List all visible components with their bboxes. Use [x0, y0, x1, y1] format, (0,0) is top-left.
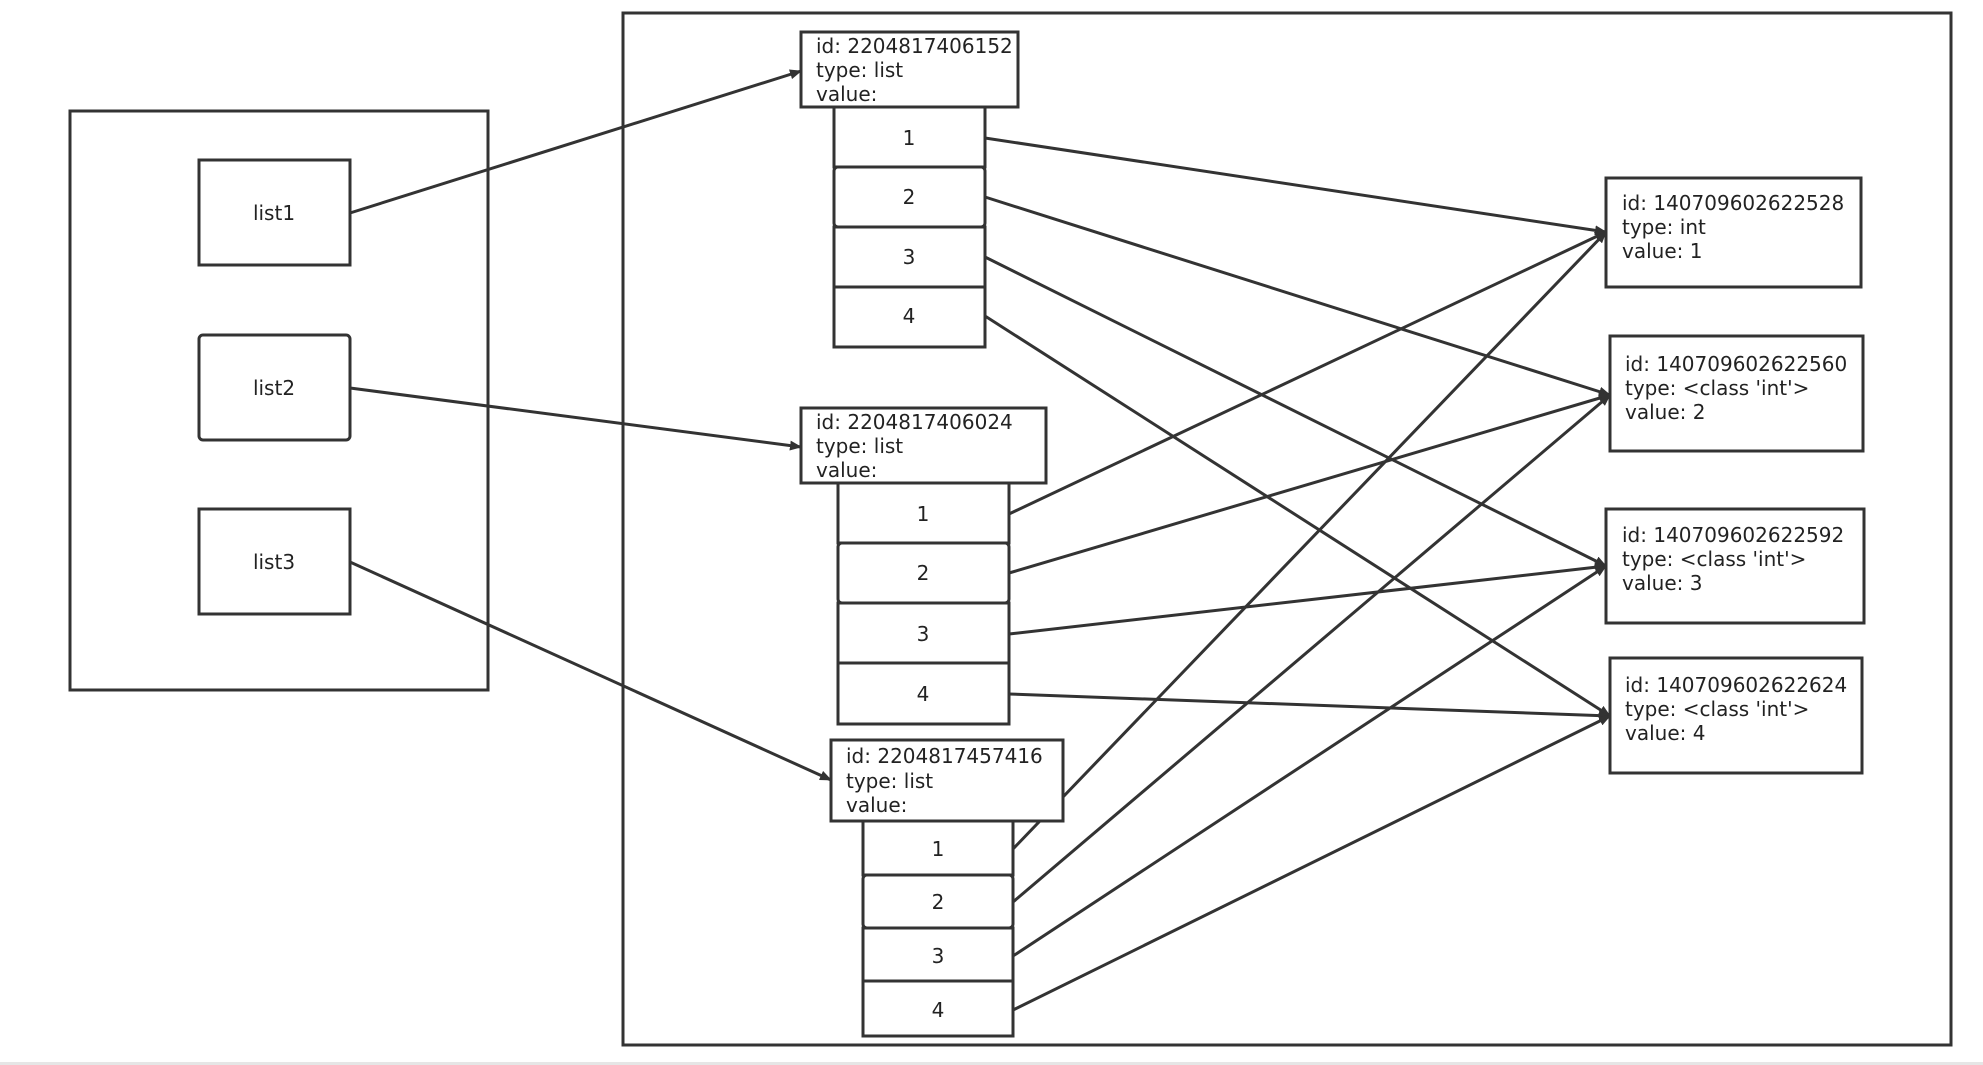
- arrow-list3-item2-to-int-2: [1012, 393, 1611, 904]
- int-box: [1608, 334, 1865, 453]
- bottom-edge: [0, 1062, 1983, 1065]
- variable-label: list3: [253, 550, 295, 574]
- list-item-value: 3: [932, 944, 945, 968]
- arrow-list2-item1-to-int-1: [1008, 230, 1607, 516]
- list-object-3[interactable]: id: 2204817457416 type: list value: 1 2 …: [829, 738, 1065, 1038]
- list-item-value: 3: [903, 245, 916, 269]
- int-type: type: <class 'int'>: [1625, 697, 1809, 721]
- list-item-value: 3: [917, 622, 930, 646]
- variable-box: [197, 333, 352, 442]
- variable-list1[interactable]: list1: [197, 158, 352, 267]
- arrow-list1-item3-to-int-3: [984, 255, 1607, 568]
- variable-label: list1: [253, 201, 295, 225]
- int-value: value: 2: [1625, 400, 1705, 424]
- list-id: id: 2204817406152: [816, 34, 1013, 58]
- variable-label: list2: [253, 376, 295, 400]
- int-id: id: 140709602622624: [1625, 673, 1847, 697]
- list-item-value: 4: [917, 682, 930, 706]
- list-header-box: [829, 738, 1065, 823]
- int-type: type: int: [1622, 215, 1706, 239]
- arrow-list3-item1-to-int-1: [1011, 230, 1608, 851]
- list-value-label: value:: [846, 793, 907, 817]
- variable-list3[interactable]: list3: [197, 507, 352, 616]
- arrow-list2-to-list-object-2: [349, 386, 802, 451]
- arrow-list2-item3-to-int-3: [1008, 562, 1607, 636]
- list-item-cell: [861, 979, 1015, 1038]
- list-id: id: 2204817457416: [846, 744, 1043, 768]
- int-type: type: <class 'int'>: [1625, 376, 1809, 400]
- list-object-2[interactable]: id: 2204817406024 type: list value: 1 2 …: [799, 406, 1048, 726]
- list-type: type: list: [816, 58, 903, 82]
- int-id: id: 140709602622528: [1622, 191, 1844, 215]
- int-value: value: 3: [1622, 571, 1702, 595]
- list-id: id: 2204817406024: [816, 410, 1013, 434]
- arrow-list3-to-list-object-3: [349, 560, 832, 782]
- list-item-value: 1: [903, 126, 916, 150]
- list-item-value: 4: [903, 304, 916, 328]
- list-value-label: value:: [816, 82, 877, 106]
- list-item-value: 1: [917, 502, 930, 526]
- arrow-list2-item4-to-int-4: [1008, 692, 1611, 721]
- list-item-cell: [832, 285, 987, 349]
- int-object-1[interactable]: id: 140709602622528 type: int value: 1: [1604, 176, 1863, 289]
- int-box: [1608, 656, 1864, 775]
- int-value: value: 4: [1625, 721, 1705, 745]
- list-type: type: list: [816, 434, 903, 458]
- int-id: id: 140709602622560: [1625, 352, 1847, 376]
- heap-frame: [621, 11, 1953, 1047]
- variable-list2[interactable]: list2: [197, 333, 352, 442]
- arrow-list3-item4-to-int-4: [1012, 714, 1611, 1012]
- variable-box: [197, 158, 352, 267]
- int-type: type: <class 'int'>: [1622, 547, 1806, 571]
- list-value-label: value:: [816, 458, 877, 482]
- reference-arrows: [349, 69, 1611, 1012]
- namespace-frame: [68, 109, 490, 692]
- int-object-3[interactable]: id: 140709602622592 type: <class 'int'> …: [1604, 507, 1866, 625]
- list-item-value: 2: [917, 561, 930, 585]
- arrow-list1-item2-to-int-2: [984, 195, 1611, 397]
- arrow-list2-item2-to-int-2: [1008, 393, 1611, 575]
- list-item-value: 4: [932, 998, 945, 1022]
- list-item-value: 2: [932, 890, 945, 914]
- int-value: value: 1: [1622, 239, 1702, 263]
- list-item-value: 2: [903, 185, 916, 209]
- int-box: [1604, 507, 1866, 625]
- list-item-cell: [836, 601, 1011, 665]
- arrow-list1-to-list-object-1: [349, 69, 802, 215]
- list-item-cell: [836, 661, 1011, 726]
- arrow-list1-item1-to-int-1: [984, 136, 1607, 236]
- list-type: type: list: [846, 769, 933, 793]
- variable-box: [197, 507, 352, 616]
- int-object-2[interactable]: id: 140709602622560 type: <class 'int'> …: [1608, 334, 1865, 453]
- int-box: [1604, 176, 1863, 289]
- list-item-value: 1: [932, 837, 945, 861]
- int-object-4[interactable]: id: 140709602622624 type: <class 'int'> …: [1608, 656, 1864, 775]
- int-id: id: 140709602622592: [1622, 523, 1844, 547]
- list-object-1[interactable]: id: 2204817406152 type: list value: 1 2 …: [799, 30, 1020, 349]
- list-header-box: [799, 406, 1048, 485]
- arrow-list1-item4-to-int-4: [984, 314, 1611, 718]
- arrow-list3-item3-to-int-3: [1012, 564, 1607, 958]
